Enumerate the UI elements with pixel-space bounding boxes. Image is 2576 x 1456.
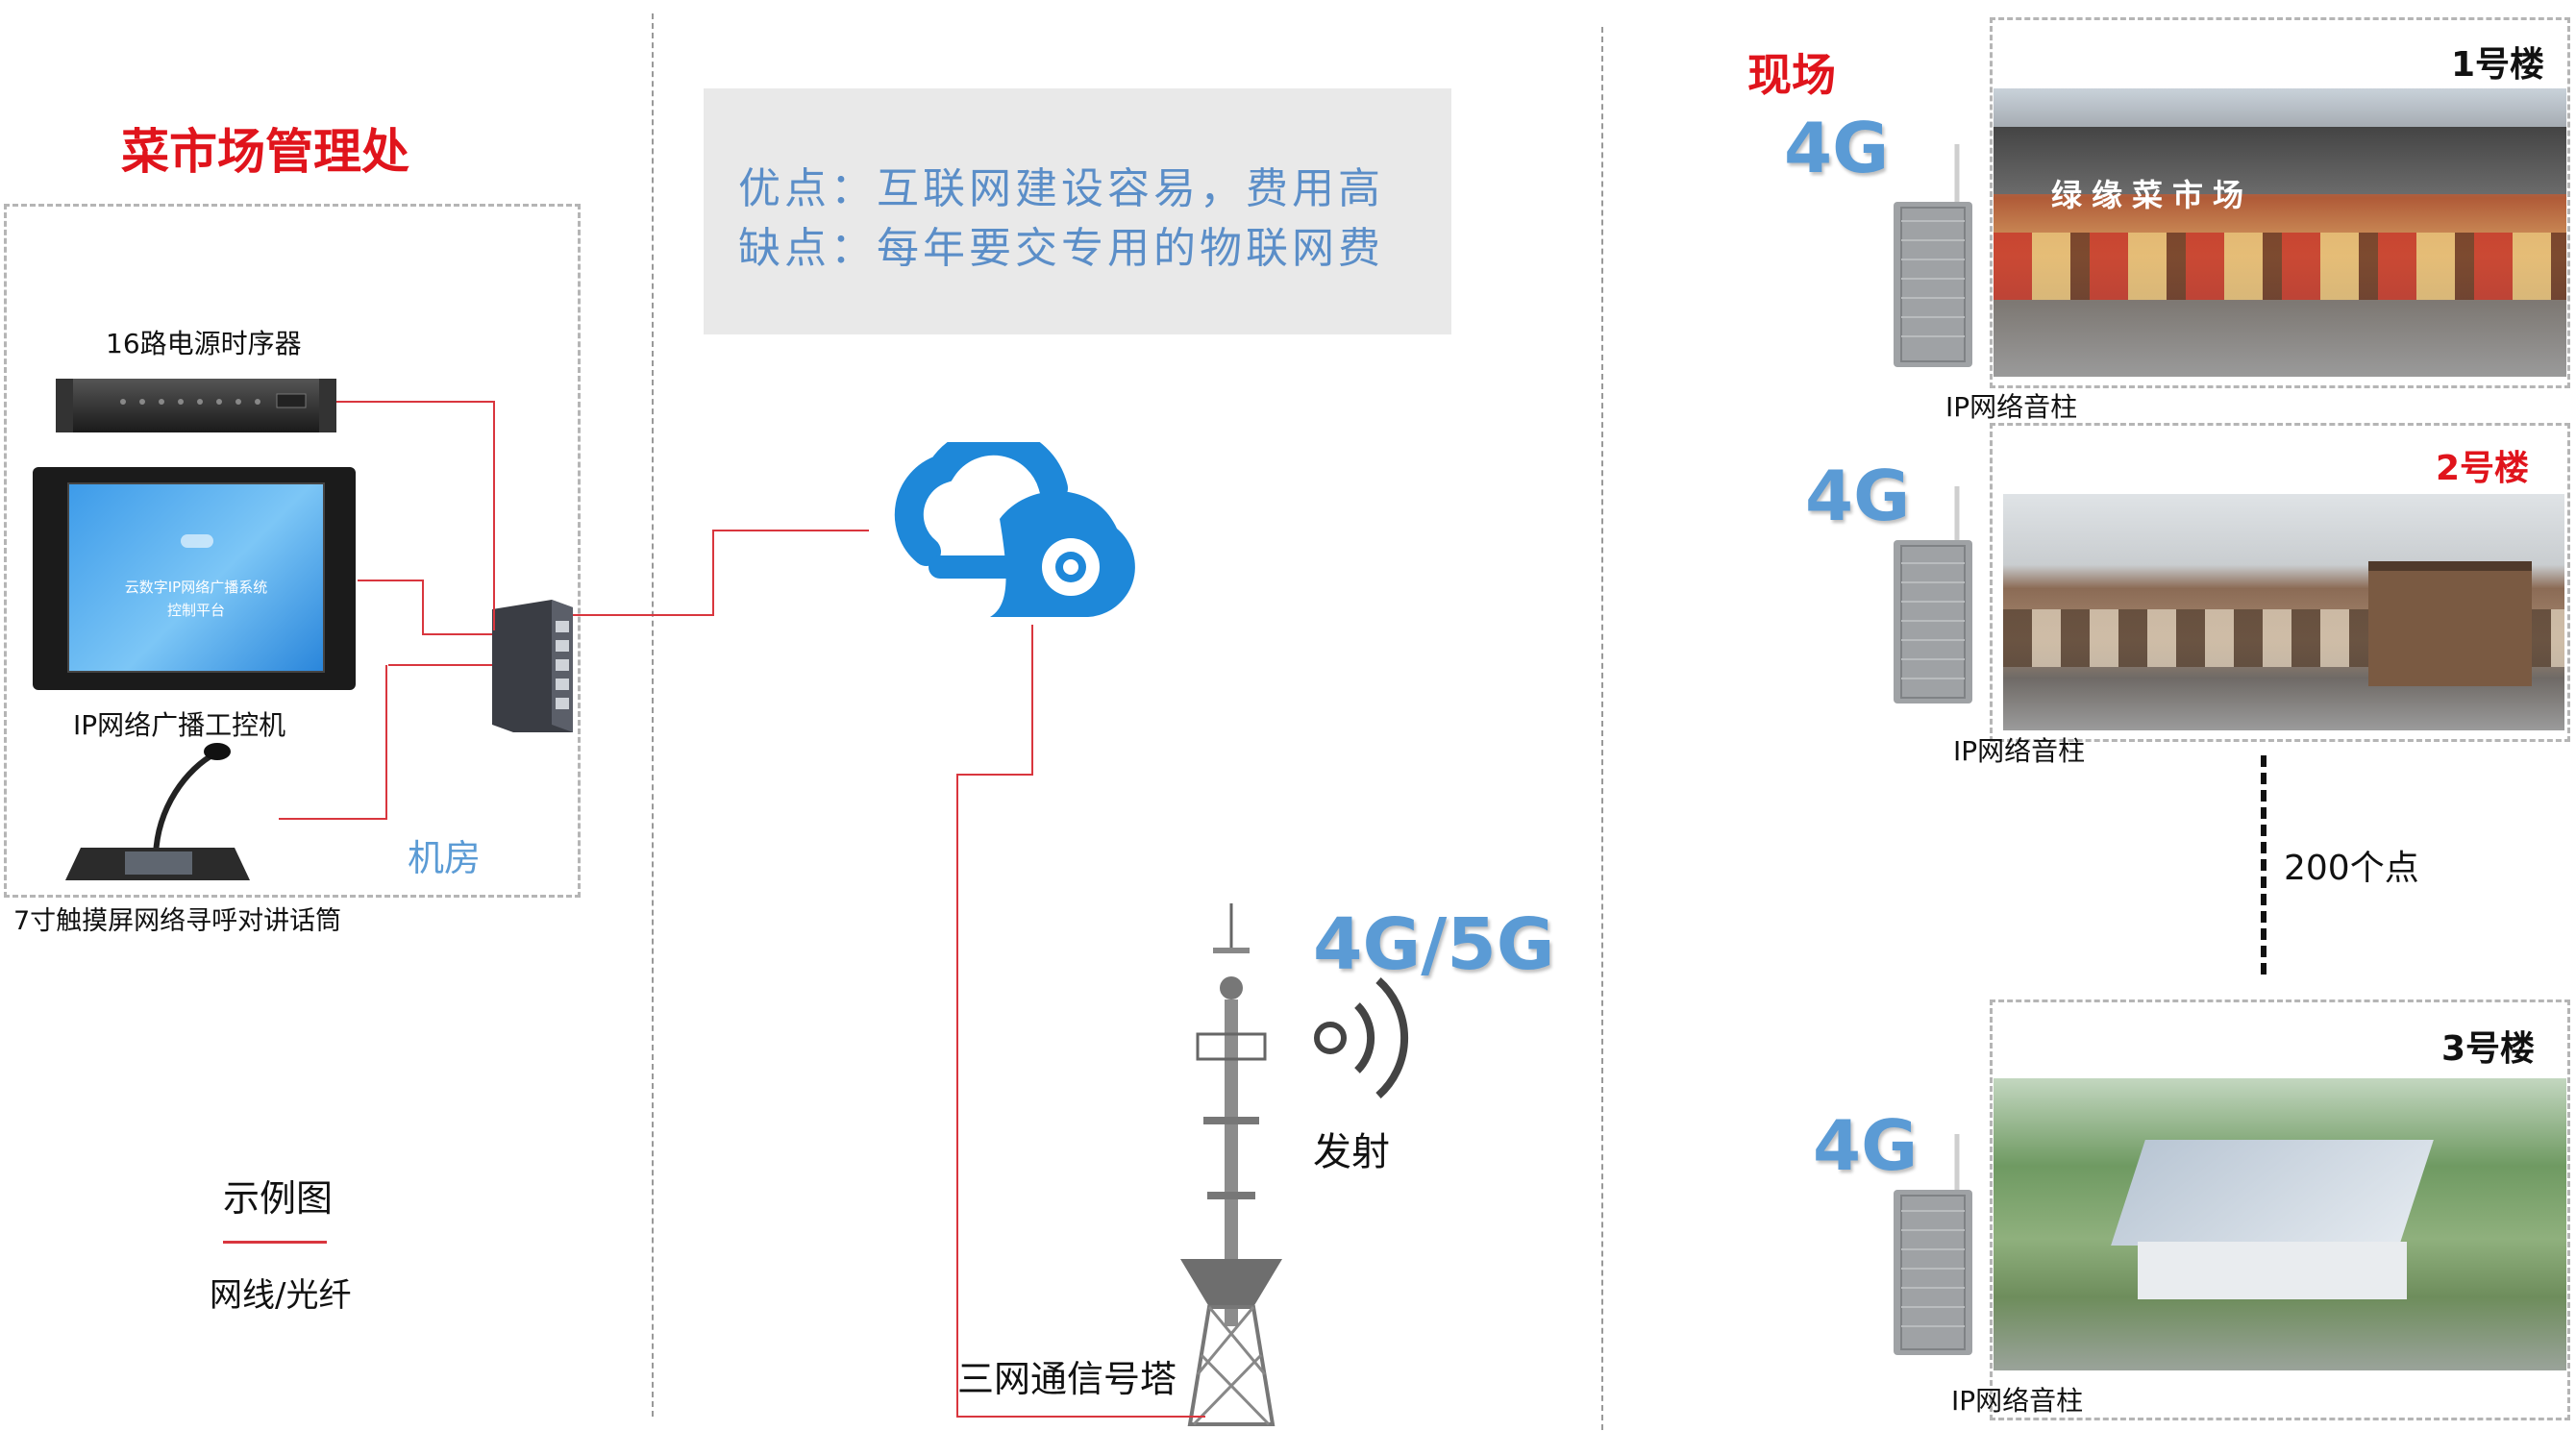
pc-screen: 云数字IP网络广播系统 控制平台 [67, 482, 325, 673]
building-3-walls [2138, 1242, 2407, 1299]
signal-tower [1169, 894, 1294, 1432]
speaker-column-3 [1888, 1134, 1984, 1359]
wire-pc [358, 580, 492, 635]
legend-item: 网线/光纤 [210, 1276, 352, 1315]
building-1-network: 4G [1784, 108, 1890, 188]
building-2-name: 2号楼 [2436, 449, 2530, 488]
legend-line [223, 1241, 327, 1244]
building-1-storefront [1994, 233, 2566, 300]
office-frame [4, 204, 581, 898]
pc-screen-logo [181, 534, 213, 548]
wire-cloud-tower [956, 625, 1205, 1418]
building-3-photo [1994, 1078, 2566, 1370]
points-label: 200个点 [2284, 849, 2419, 888]
speaker-label-2: IP网络音柱 [1953, 735, 2086, 767]
cons-text: 缺点：每年要交专用的物联网费 [738, 224, 1384, 273]
sequencer-label: 16路电源时序器 [106, 328, 302, 359]
speaker-label-1: IP网络音柱 [1945, 391, 2078, 423]
divider-right [1601, 27, 1603, 1430]
office-title: 菜市场管理处 [121, 124, 409, 180]
building-1-frame [1990, 17, 2570, 388]
building-3-network: 4G [1813, 1105, 1919, 1186]
ip-broadcast-pc: 云数字IP网络广播系统 控制平台 [33, 467, 356, 690]
building-1-photo: 绿缘菜市场 [1994, 88, 2566, 377]
building-2-entrance [2368, 561, 2532, 686]
power-sequencer [56, 373, 336, 438]
pc-screen-line2: 控制平台 [166, 602, 225, 619]
paging-microphone [62, 740, 254, 884]
radio-wave-icon [1307, 967, 1413, 1111]
building-1-name: 1号楼 [2451, 45, 2545, 85]
site-title: 现场 [1747, 49, 1836, 101]
divider-left [652, 13, 654, 1417]
wire-sequencer [336, 401, 495, 630]
network-switch [492, 600, 573, 732]
speaker-column-1 [1888, 144, 1984, 371]
tower-signal-label: 4G/5G [1313, 903, 1555, 986]
points-dashed-line [2261, 755, 2266, 975]
building-1-sign: 绿缘菜市场 [2051, 177, 2254, 213]
building-2-network: 4G [1805, 456, 1911, 536]
room-label: 机房 [408, 837, 482, 879]
building-3-frame [1990, 999, 2570, 1420]
tower-label: 三网通信号塔 [957, 1358, 1177, 1400]
building-1-roof [1994, 127, 2566, 194]
legend-title: 示例图 [223, 1177, 334, 1220]
cloud-icon [865, 426, 1144, 625]
pc-screen-line1: 云数字IP网络广播系统 [124, 579, 268, 596]
building-2-photo [2003, 494, 2564, 730]
building-3-name: 3号楼 [2441, 1029, 2536, 1069]
speaker-label-3: IP网络音柱 [1951, 1385, 2084, 1417]
emit-label: 发射 [1313, 1130, 1390, 1174]
wire-switch-cloud [573, 530, 869, 616]
pros-text: 优点：互联网建设容易，费用高 [738, 164, 1384, 213]
wire-mic [279, 665, 387, 820]
mic-label: 7寸触摸屏网络寻呼对讲话筒 [13, 906, 342, 936]
info-box: 优点：互联网建设容易，费用高 缺点：每年要交专用的物联网费 [704, 88, 1451, 334]
speaker-column-2 [1888, 486, 1984, 707]
pc-label: IP网络广播工控机 [73, 709, 286, 741]
building-2-frame [1990, 423, 2570, 742]
